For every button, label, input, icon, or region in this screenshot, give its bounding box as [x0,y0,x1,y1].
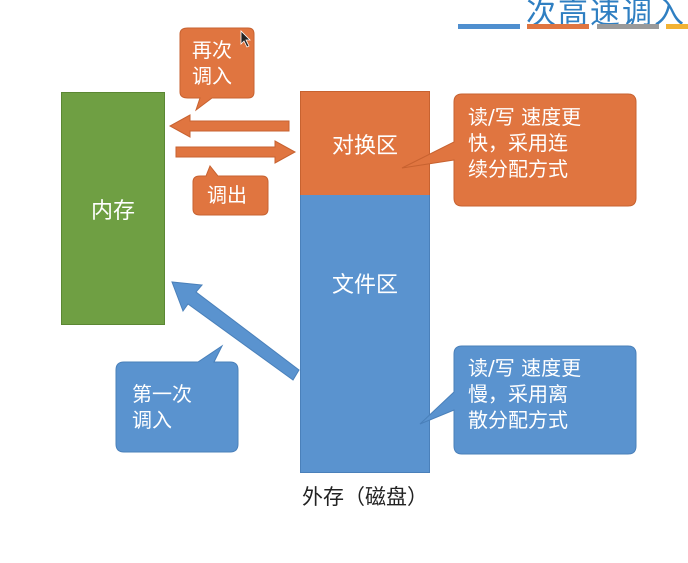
title-bar-orange [527,24,589,29]
swap-area-label: 对换区 [331,133,398,159]
cursor-icon [240,30,251,48]
reload-callout-text: 再次 调入 [192,38,232,88]
title-bar-yellow [666,24,688,29]
file-speed-callout-text: 读/写 速度更 慢，采用离 散分配方式 [468,356,582,432]
swap-out-arrow [175,140,297,164]
first-load-callout-shape [115,344,239,453]
swap-speed-callout-text: 读/写 速度更 快，采用连 续分配方式 [468,105,582,181]
title-bar-gray [597,24,659,29]
file-speed-callout-shape [419,345,637,455]
swap-out-callout-shape [192,165,269,216]
swap-speed-callout-shape [401,93,637,207]
file-area-label: 文件区 [331,273,398,298]
memory-block: 内存 [61,92,165,325]
title-bar-blue [458,24,520,29]
first-load-callout-text: 第一次 调入 [132,382,192,432]
reload-callout-shape [179,27,255,112]
reload-arrow [168,114,290,138]
swap-area-block: 对换区 [300,91,430,195]
swap-out-callout-text: 调出 [207,183,247,207]
first-load-arrow [171,281,300,381]
memory-label: 内存 [90,198,135,224]
file-area-block: 文件区 [300,195,430,473]
disk-caption: 外存（磁盘） [302,485,428,509]
